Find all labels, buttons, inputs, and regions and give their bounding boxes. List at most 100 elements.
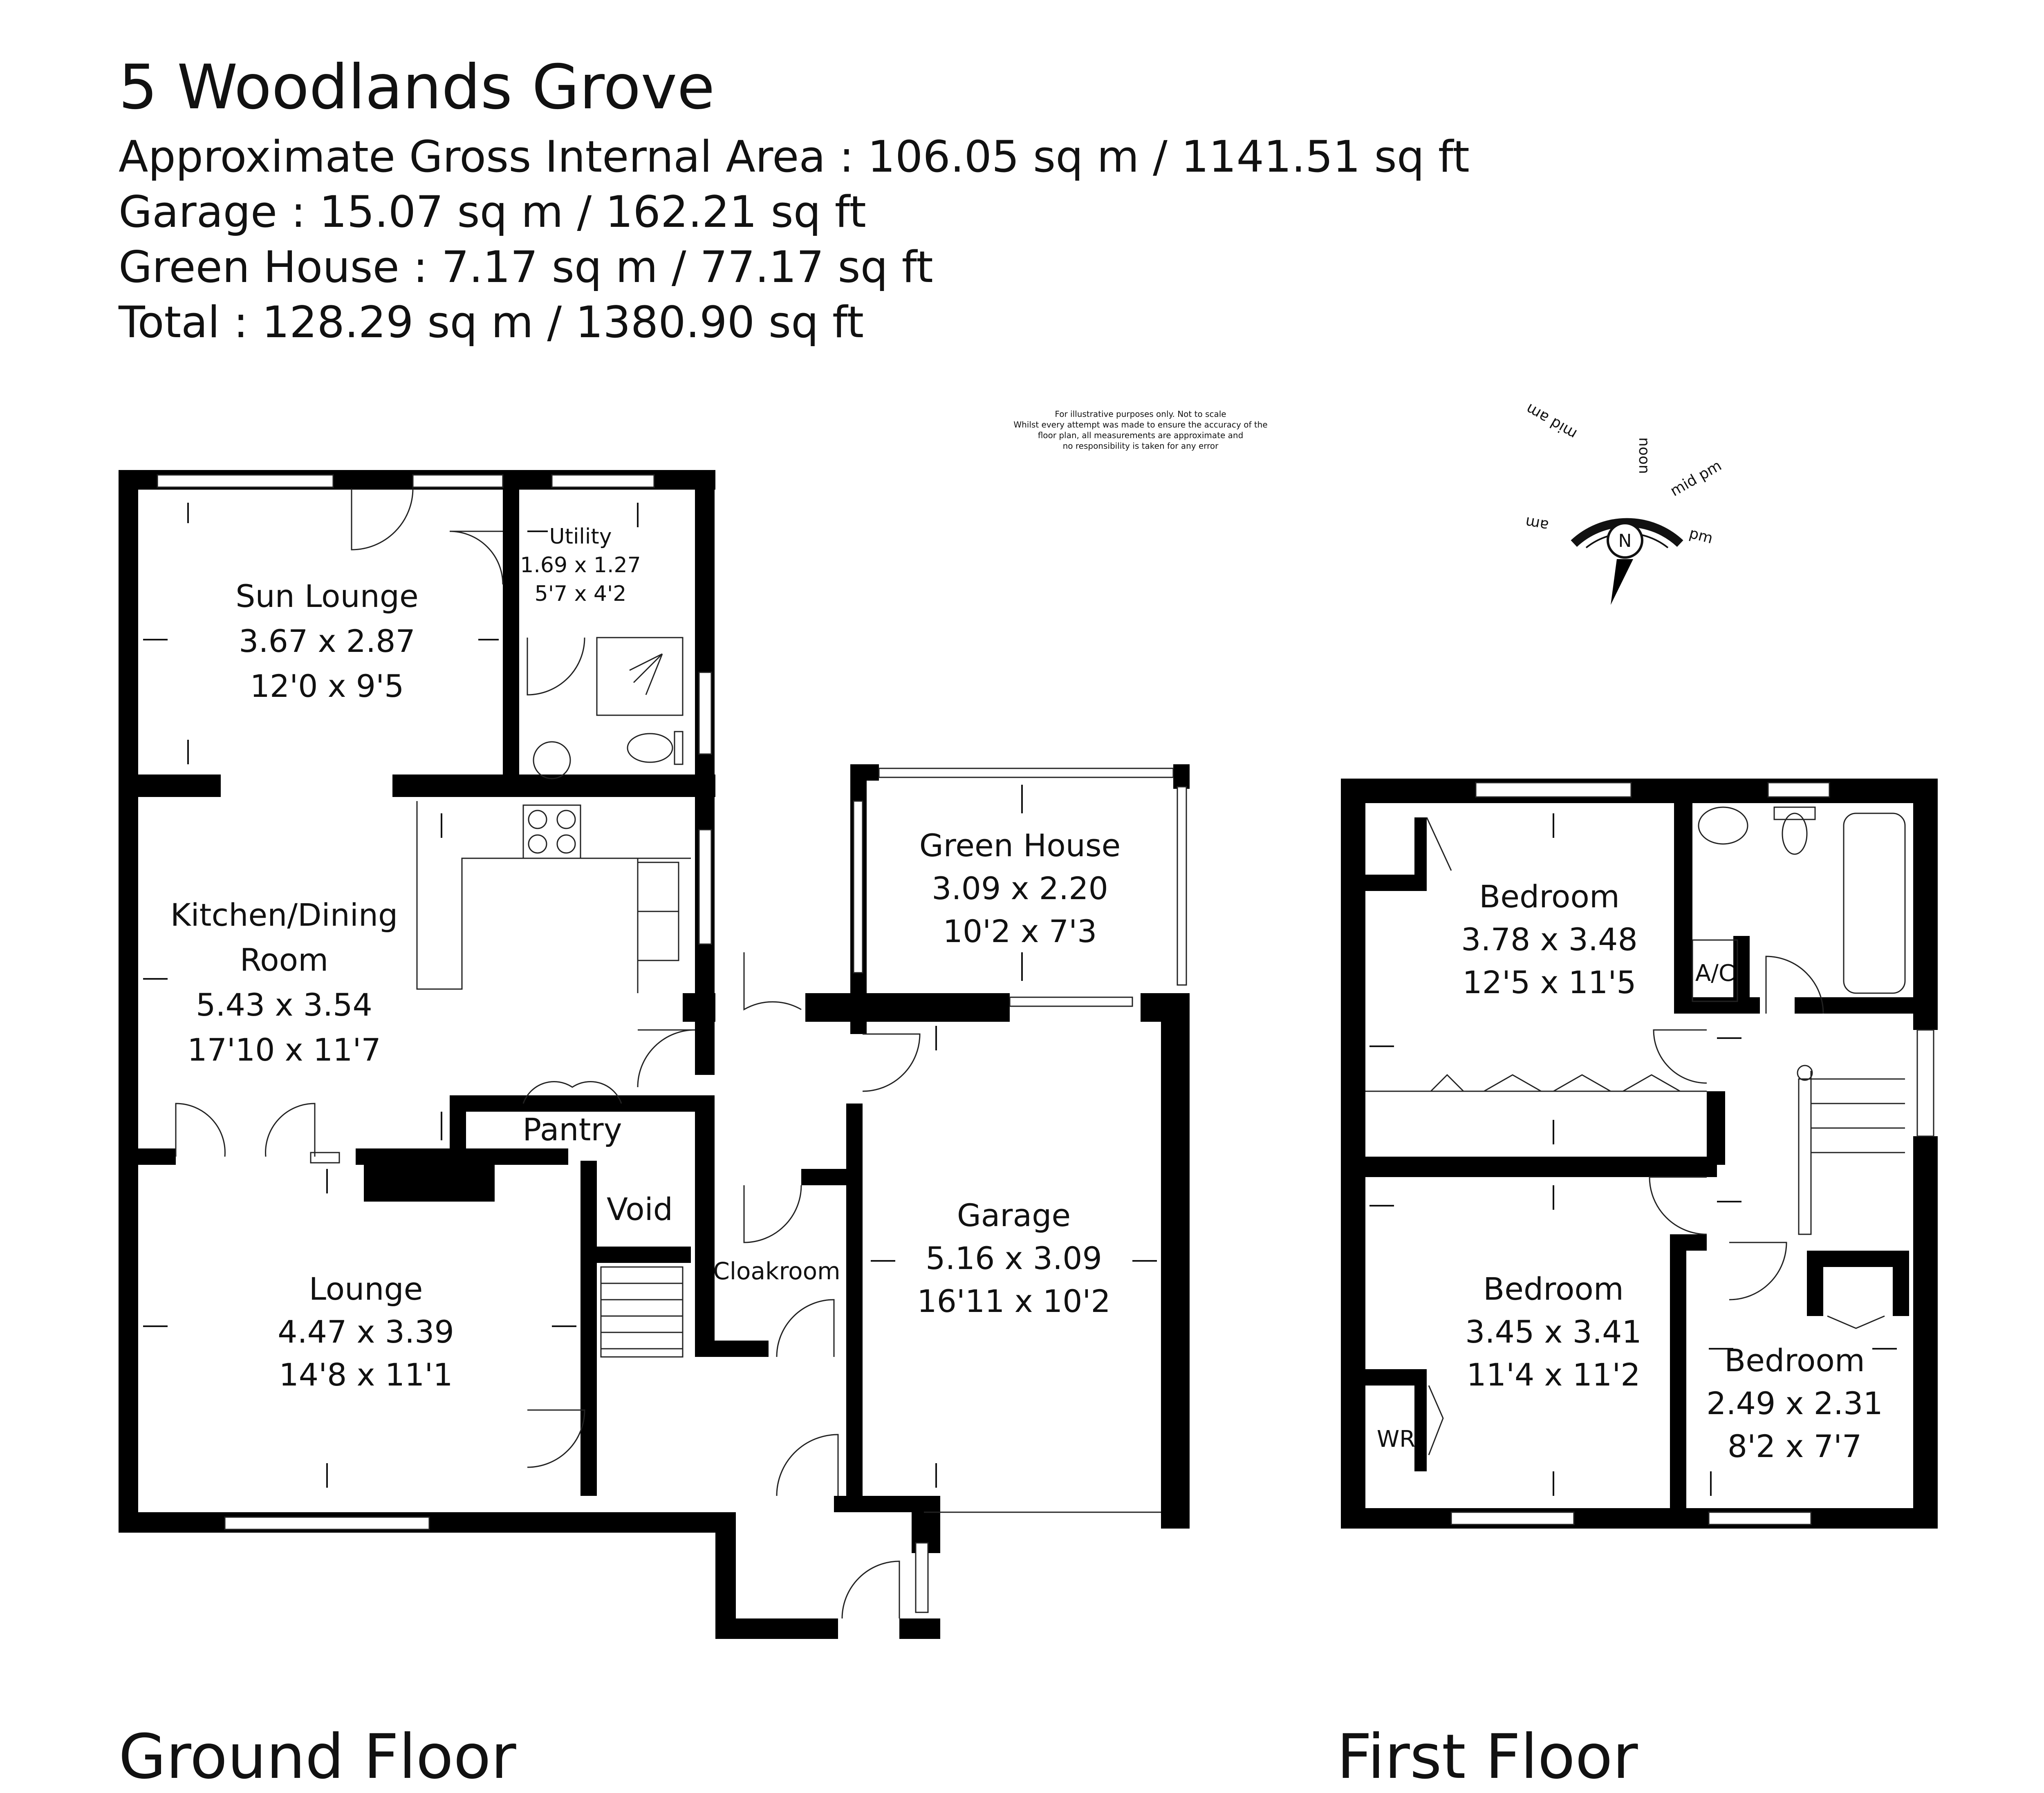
window [698, 672, 712, 755]
disclaimer-line: floor plan, all measurements are approxi… [1038, 430, 1244, 440]
wall [1913, 779, 1938, 1030]
hob-ring [528, 810, 547, 829]
ground-floor-plan: Sun Lounge 3.67 x 2.87 12'0 x 9'5 Utilit… [119, 470, 1190, 1793]
cupboard-door [1827, 1315, 1885, 1329]
compass-needle-icon [1611, 559, 1633, 605]
disclaimer-line: Whilst every attempt was made to ensure … [1013, 420, 1267, 430]
airing-cupboard [1692, 939, 1738, 1002]
gross-internal-area: Approximate Gross Internal Area : 106.05… [119, 132, 1470, 182]
compass-label-mid-pm: mid pm [1667, 457, 1724, 500]
staircase-icon [1797, 1065, 1905, 1235]
staircase-icon [600, 1266, 684, 1358]
room-metric-bedroom-3: 2.49 x 2.31 [1706, 1385, 1883, 1421]
first-floor-label: First Floor [1337, 1721, 1638, 1793]
room-metric-utility: 1.69 x 1.27 [520, 553, 641, 578]
door [527, 637, 585, 696]
wall [683, 993, 715, 1022]
wall [1733, 936, 1750, 1014]
wall [1807, 1251, 1823, 1316]
door [1653, 1029, 1707, 1084]
hob-ring [556, 810, 576, 829]
garage-area: Garage : 15.07 sq m / 162.21 sq ft [119, 187, 866, 237]
label-void: Void [607, 1191, 673, 1227]
room-imperial-bedroom-2: 11'4 x 11'2 [1466, 1357, 1640, 1393]
room-imperial-utility: 5'7 x 4'2 [535, 582, 627, 606]
compass-label-noon: noon [1636, 437, 1652, 474]
room-metric-kitchen: 5.43 x 3.54 [196, 987, 372, 1023]
wall [1414, 1369, 1427, 1471]
basin-icon [533, 741, 571, 779]
window [1708, 1511, 1812, 1525]
wall [695, 1095, 715, 1349]
sink-icon [637, 862, 679, 912]
disclaimer: For illustrative purposes only. Not to s… [1013, 409, 1267, 451]
room-name-bedroom-2: Bedroom [1483, 1271, 1624, 1307]
wall [850, 764, 879, 781]
wall [1913, 1136, 1938, 1529]
basin-icon [1698, 806, 1748, 845]
hob-ring [528, 834, 547, 854]
kitchen-worktop [416, 801, 691, 993]
hob-ring [556, 834, 576, 854]
label-wardrobe: WR [1377, 1426, 1415, 1453]
toilet-icon [1782, 813, 1808, 855]
compass-dial-icon [1607, 522, 1643, 559]
wall [1341, 779, 1365, 1529]
door [776, 1299, 835, 1357]
room-metric-sun-lounge: 3.67 x 2.87 [239, 623, 415, 659]
door [1426, 817, 1452, 871]
property-title: 5 Woodlands Grove [119, 52, 715, 123]
wall [846, 1496, 924, 1512]
wall [1414, 817, 1427, 891]
wall [450, 1095, 466, 1161]
wall [1341, 779, 1938, 803]
ground-floor-label: Ground Floor [119, 1721, 516, 1793]
first-floor-plan: Bedroom 3.78 x 3.48 12'5 x 11'5 Bedroom … [1337, 779, 1938, 1793]
wall [801, 1169, 852, 1185]
window [412, 474, 504, 488]
label-cloakroom: Cloakroom [713, 1257, 840, 1285]
door [351, 488, 414, 551]
wall [580, 1161, 597, 1496]
wall [597, 1247, 691, 1263]
disclaimer-line: no responsibility is taken for any error [1063, 441, 1219, 451]
door [1649, 1176, 1707, 1235]
wall [1707, 1091, 1725, 1165]
label-pantry: Pantry [522, 1111, 622, 1148]
toilet-icon [627, 733, 673, 763]
room-imperial-sun-lounge: 12'0 x 9'5 [250, 668, 404, 704]
drainer-icon [637, 911, 679, 961]
compass-label-am: am [1524, 513, 1550, 534]
wall [695, 470, 715, 1075]
room-imperial-garage: 16'11 x 10'2 [917, 1283, 1111, 1319]
room-name-utility: Utility [549, 524, 612, 549]
wall [364, 1148, 495, 1202]
wall [1795, 997, 1913, 1014]
window [915, 1542, 929, 1613]
door [743, 1185, 802, 1243]
shower-spray-icon [629, 653, 663, 695]
room-name-kitchen-2: Room [240, 942, 328, 978]
room-imperial-kitchen: 17'10 x 11'7 [187, 1032, 381, 1068]
window [551, 474, 655, 488]
room-name-bedroom-1: Bedroom [1479, 878, 1620, 915]
wall [899, 1618, 940, 1639]
hob-icon [522, 804, 581, 859]
room-name-bedroom-3: Bedroom [1724, 1342, 1865, 1379]
room-metric-bedroom-2: 3.45 x 3.41 [1465, 1314, 1642, 1350]
total-area: Total : 128.29 sq m / 1380.90 sq ft [118, 297, 864, 347]
door [1729, 1242, 1787, 1301]
wall [119, 1148, 176, 1165]
door [776, 1434, 839, 1496]
wall [805, 993, 1010, 1022]
door [841, 1560, 900, 1619]
bath-icon [1843, 813, 1906, 994]
room-name-green-house: Green House [919, 827, 1121, 864]
wall [850, 993, 867, 1034]
compass-label-mid-am: mid am [1523, 400, 1580, 443]
window [1177, 786, 1187, 986]
wall [1341, 1508, 1938, 1529]
window [310, 1152, 340, 1164]
compass-north-label: N [1618, 531, 1632, 551]
